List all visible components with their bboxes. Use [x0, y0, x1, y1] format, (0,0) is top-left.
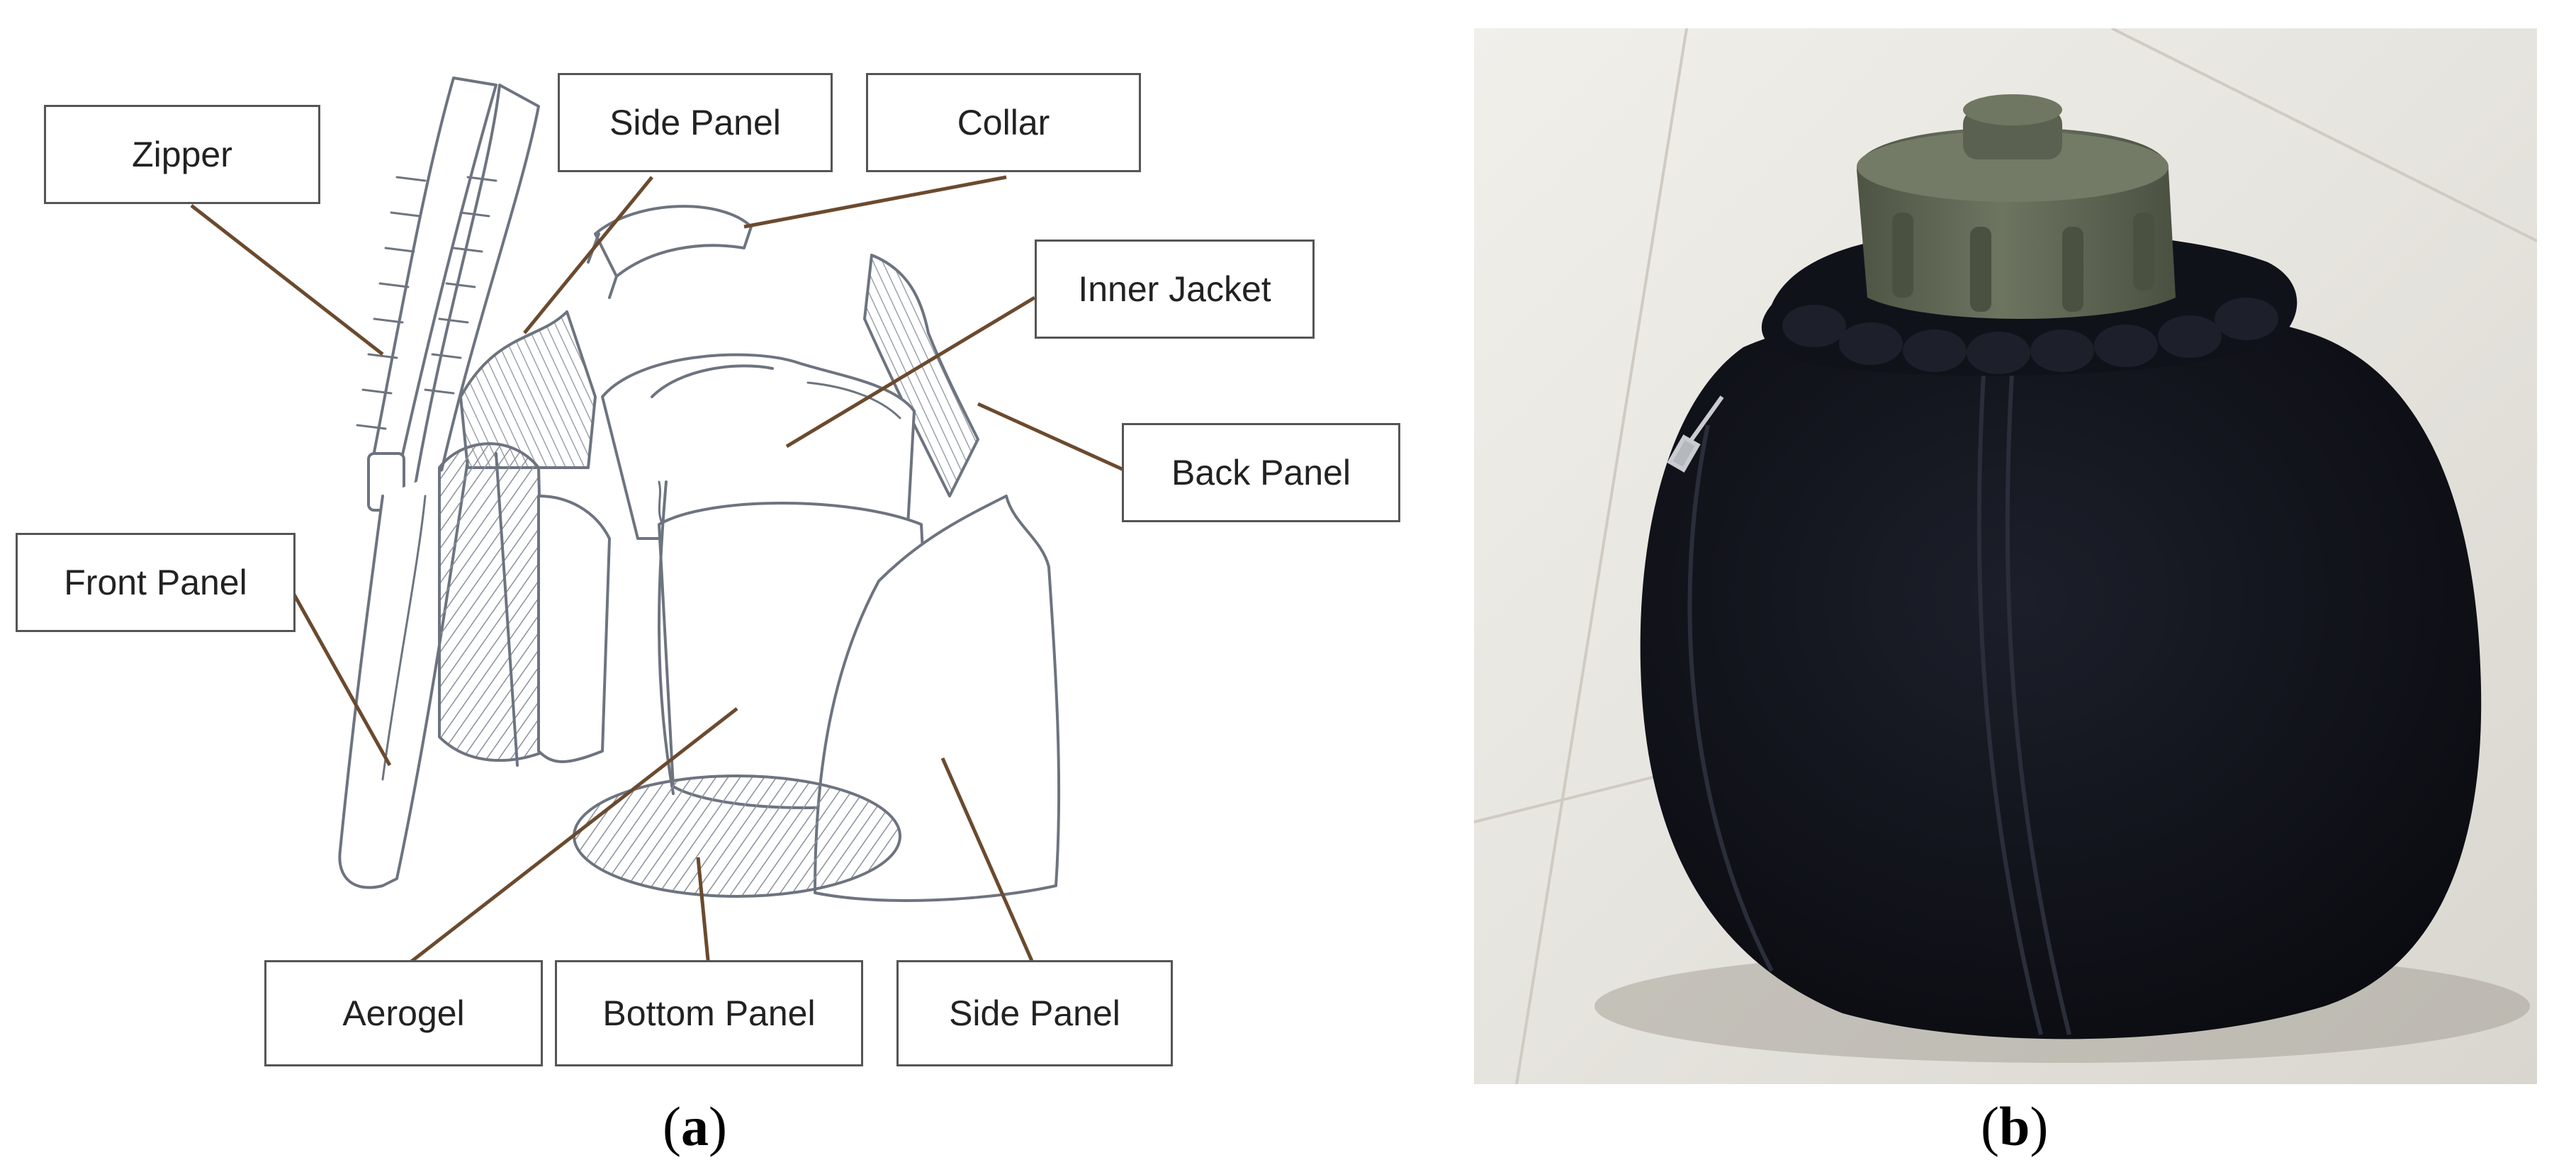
label-aerogel-text: Aerogel	[342, 993, 465, 1033]
leader-side-panel-bottom	[940, 757, 1037, 969]
leader-bottom-panel	[696, 857, 711, 968]
leader-aerogel	[403, 707, 738, 969]
zipper-sketch	[356, 77, 540, 512]
label-side-panel-top-text: Side Panel	[609, 103, 781, 142]
label-front-panel: Front Panel	[16, 533, 296, 632]
label-bottom-panel: Bottom Panel	[555, 960, 863, 1066]
leader-side-panel-top	[523, 176, 653, 334]
leader-zipper	[190, 204, 384, 356]
label-side-panel-bottom-text: Side Panel	[949, 993, 1120, 1033]
side-panel-top-sketch	[459, 310, 597, 469]
label-zipper-text: Zipper	[132, 135, 232, 174]
leader-lines	[190, 175, 1128, 969]
bottom-panel-sketch	[573, 774, 901, 898]
label-back-panel: Back Panel	[1122, 423, 1400, 522]
exploded-sketch	[190, 77, 1128, 969]
leader-inner-jacket	[785, 295, 1036, 449]
label-bottom-panel-text: Bottom Panel	[602, 993, 816, 1033]
back-panel-sketch	[863, 254, 979, 497]
exploded-view-diagram: Zipper Side Panel Collar Inner Jacket Ba…	[16, 73, 1400, 1157]
inner-jacket-sketch	[601, 353, 916, 540]
label-collar-text: Collar	[957, 103, 1050, 142]
label-inner-jacket: Inner Jacket	[1035, 240, 1315, 339]
label-side-panel-bottom: Side Panel	[896, 960, 1173, 1066]
pouch-seams	[1687, 361, 2071, 1035]
label-side-panel-top: Side Panel	[558, 73, 833, 172]
leader-collar	[743, 175, 1007, 229]
label-front-panel-text: Front Panel	[64, 563, 247, 602]
collar-loops	[1782, 298, 2278, 374]
pouch-body	[1640, 303, 2482, 1039]
product-photo	[1474, 28, 2537, 1084]
leader-back-panel	[977, 402, 1128, 473]
label-zipper: Zipper	[44, 105, 320, 204]
canteen-cap	[1857, 94, 2176, 319]
leader-front-panel	[288, 587, 392, 767]
label-aerogel: Aerogel	[264, 960, 543, 1066]
label-back-panel-text: Back Panel	[1171, 453, 1351, 492]
zipper-pull	[1667, 395, 1724, 473]
pouch-illustration	[1474, 28, 2537, 1084]
label-collar: Collar	[866, 73, 1141, 172]
caption-a: (a)	[663, 1095, 727, 1157]
caption-b: (b)	[1981, 1095, 2049, 1157]
label-inner-jacket-text: Inner Jacket	[1078, 269, 1271, 309]
